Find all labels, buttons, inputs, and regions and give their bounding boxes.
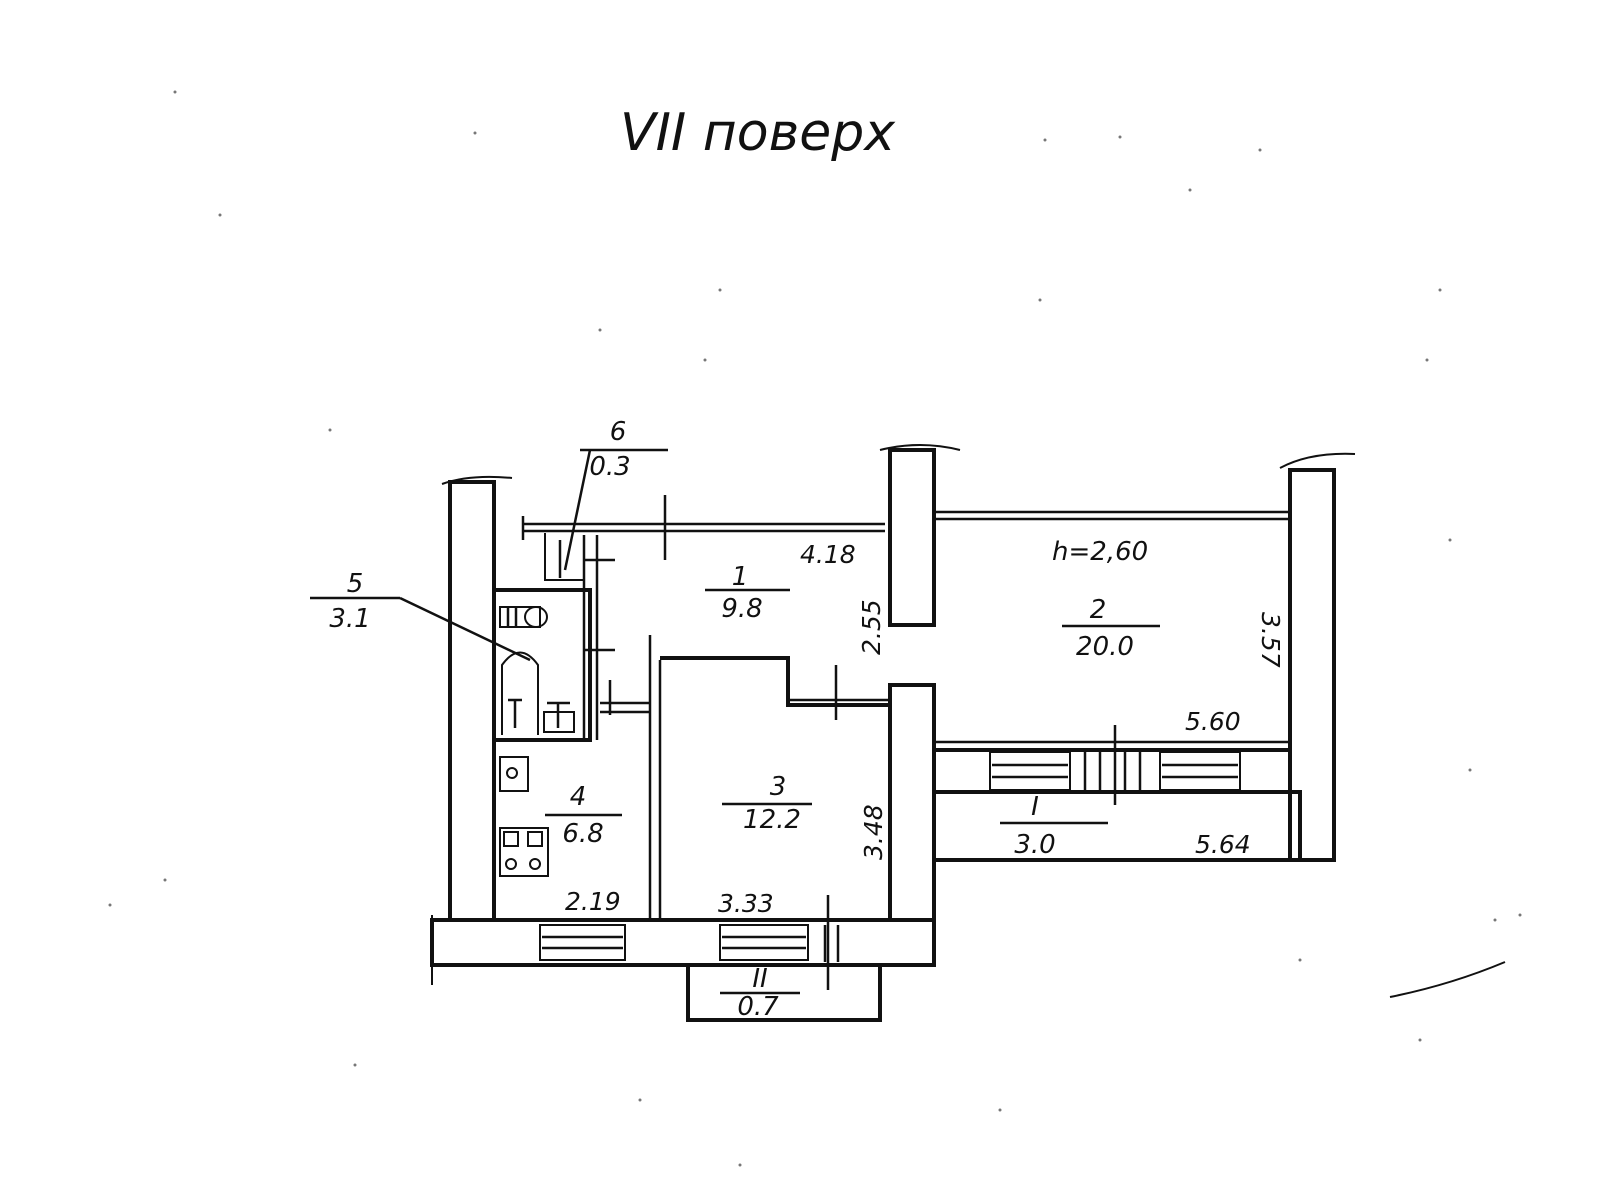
- dim-3-33: 3.33: [718, 889, 774, 918]
- dimension-labels: 4.18 2.55 3.57 5.60 5.64 3.48 2.19 3.33: [565, 540, 1285, 918]
- sink-icon: [499, 756, 529, 792]
- balcony-I-number: I: [1031, 792, 1039, 822]
- dim-5-60: 5.60: [1185, 707, 1241, 736]
- dim-3-48: 3.48: [859, 804, 888, 860]
- room-1-number: 1: [732, 562, 749, 592]
- dim-4-18: 4.18: [800, 540, 856, 569]
- scan-noise: [108, 90, 1522, 1167]
- room-3-area: 12.2: [743, 805, 801, 835]
- label-lines: [310, 448, 1160, 995]
- room-2-area: 20.0: [1076, 632, 1134, 662]
- room-5-area: 3.1: [329, 604, 370, 634]
- dim-3-57: 3.57: [1256, 612, 1285, 668]
- room-2-number: 2: [1090, 595, 1107, 625]
- room-4-area: 6.8: [562, 819, 603, 849]
- floor-title: VII поверх: [620, 103, 896, 163]
- room-4-number: 4: [570, 782, 587, 812]
- dim-2-55: 2.55: [857, 599, 886, 655]
- walls: [430, 444, 1356, 1022]
- window-kitchen: [539, 924, 626, 961]
- room-6-number: 6: [610, 417, 627, 447]
- dim-5-64: 5.64: [1195, 830, 1251, 859]
- door-marks: [583, 495, 838, 720]
- fixtures: [499, 606, 575, 877]
- stove-icon: [499, 827, 549, 877]
- wall-bottom: [430, 918, 936, 967]
- bathtub-icon: [501, 651, 539, 735]
- wall-left: [448, 480, 496, 922]
- windows: [539, 725, 1241, 990]
- window-room3: [719, 895, 840, 990]
- balcony-II-number: II: [752, 964, 767, 994]
- toilet-icon: [499, 606, 548, 628]
- room-1-area: 9.8: [721, 594, 762, 624]
- ceiling-height: h=2,60: [1052, 537, 1148, 567]
- washbasin-icon: [508, 698, 575, 733]
- balcony-I-area: 3.0: [1014, 830, 1055, 860]
- dim-2-19: 2.19: [565, 887, 621, 916]
- room-6-area: 0.3: [589, 452, 630, 482]
- balcony-II-area: 0.7: [737, 992, 779, 1022]
- room-5-number: 5: [347, 569, 364, 599]
- room-3-number: 3: [770, 772, 787, 802]
- window-room2: [989, 725, 1241, 805]
- wall-right: [1288, 468, 1336, 862]
- room-labels: 1 9.8 2 20.0 3 12.2 4 6.8 5 3.1 6 0.3 I …: [329, 417, 1134, 1022]
- wall-column-top: [888, 448, 936, 627]
